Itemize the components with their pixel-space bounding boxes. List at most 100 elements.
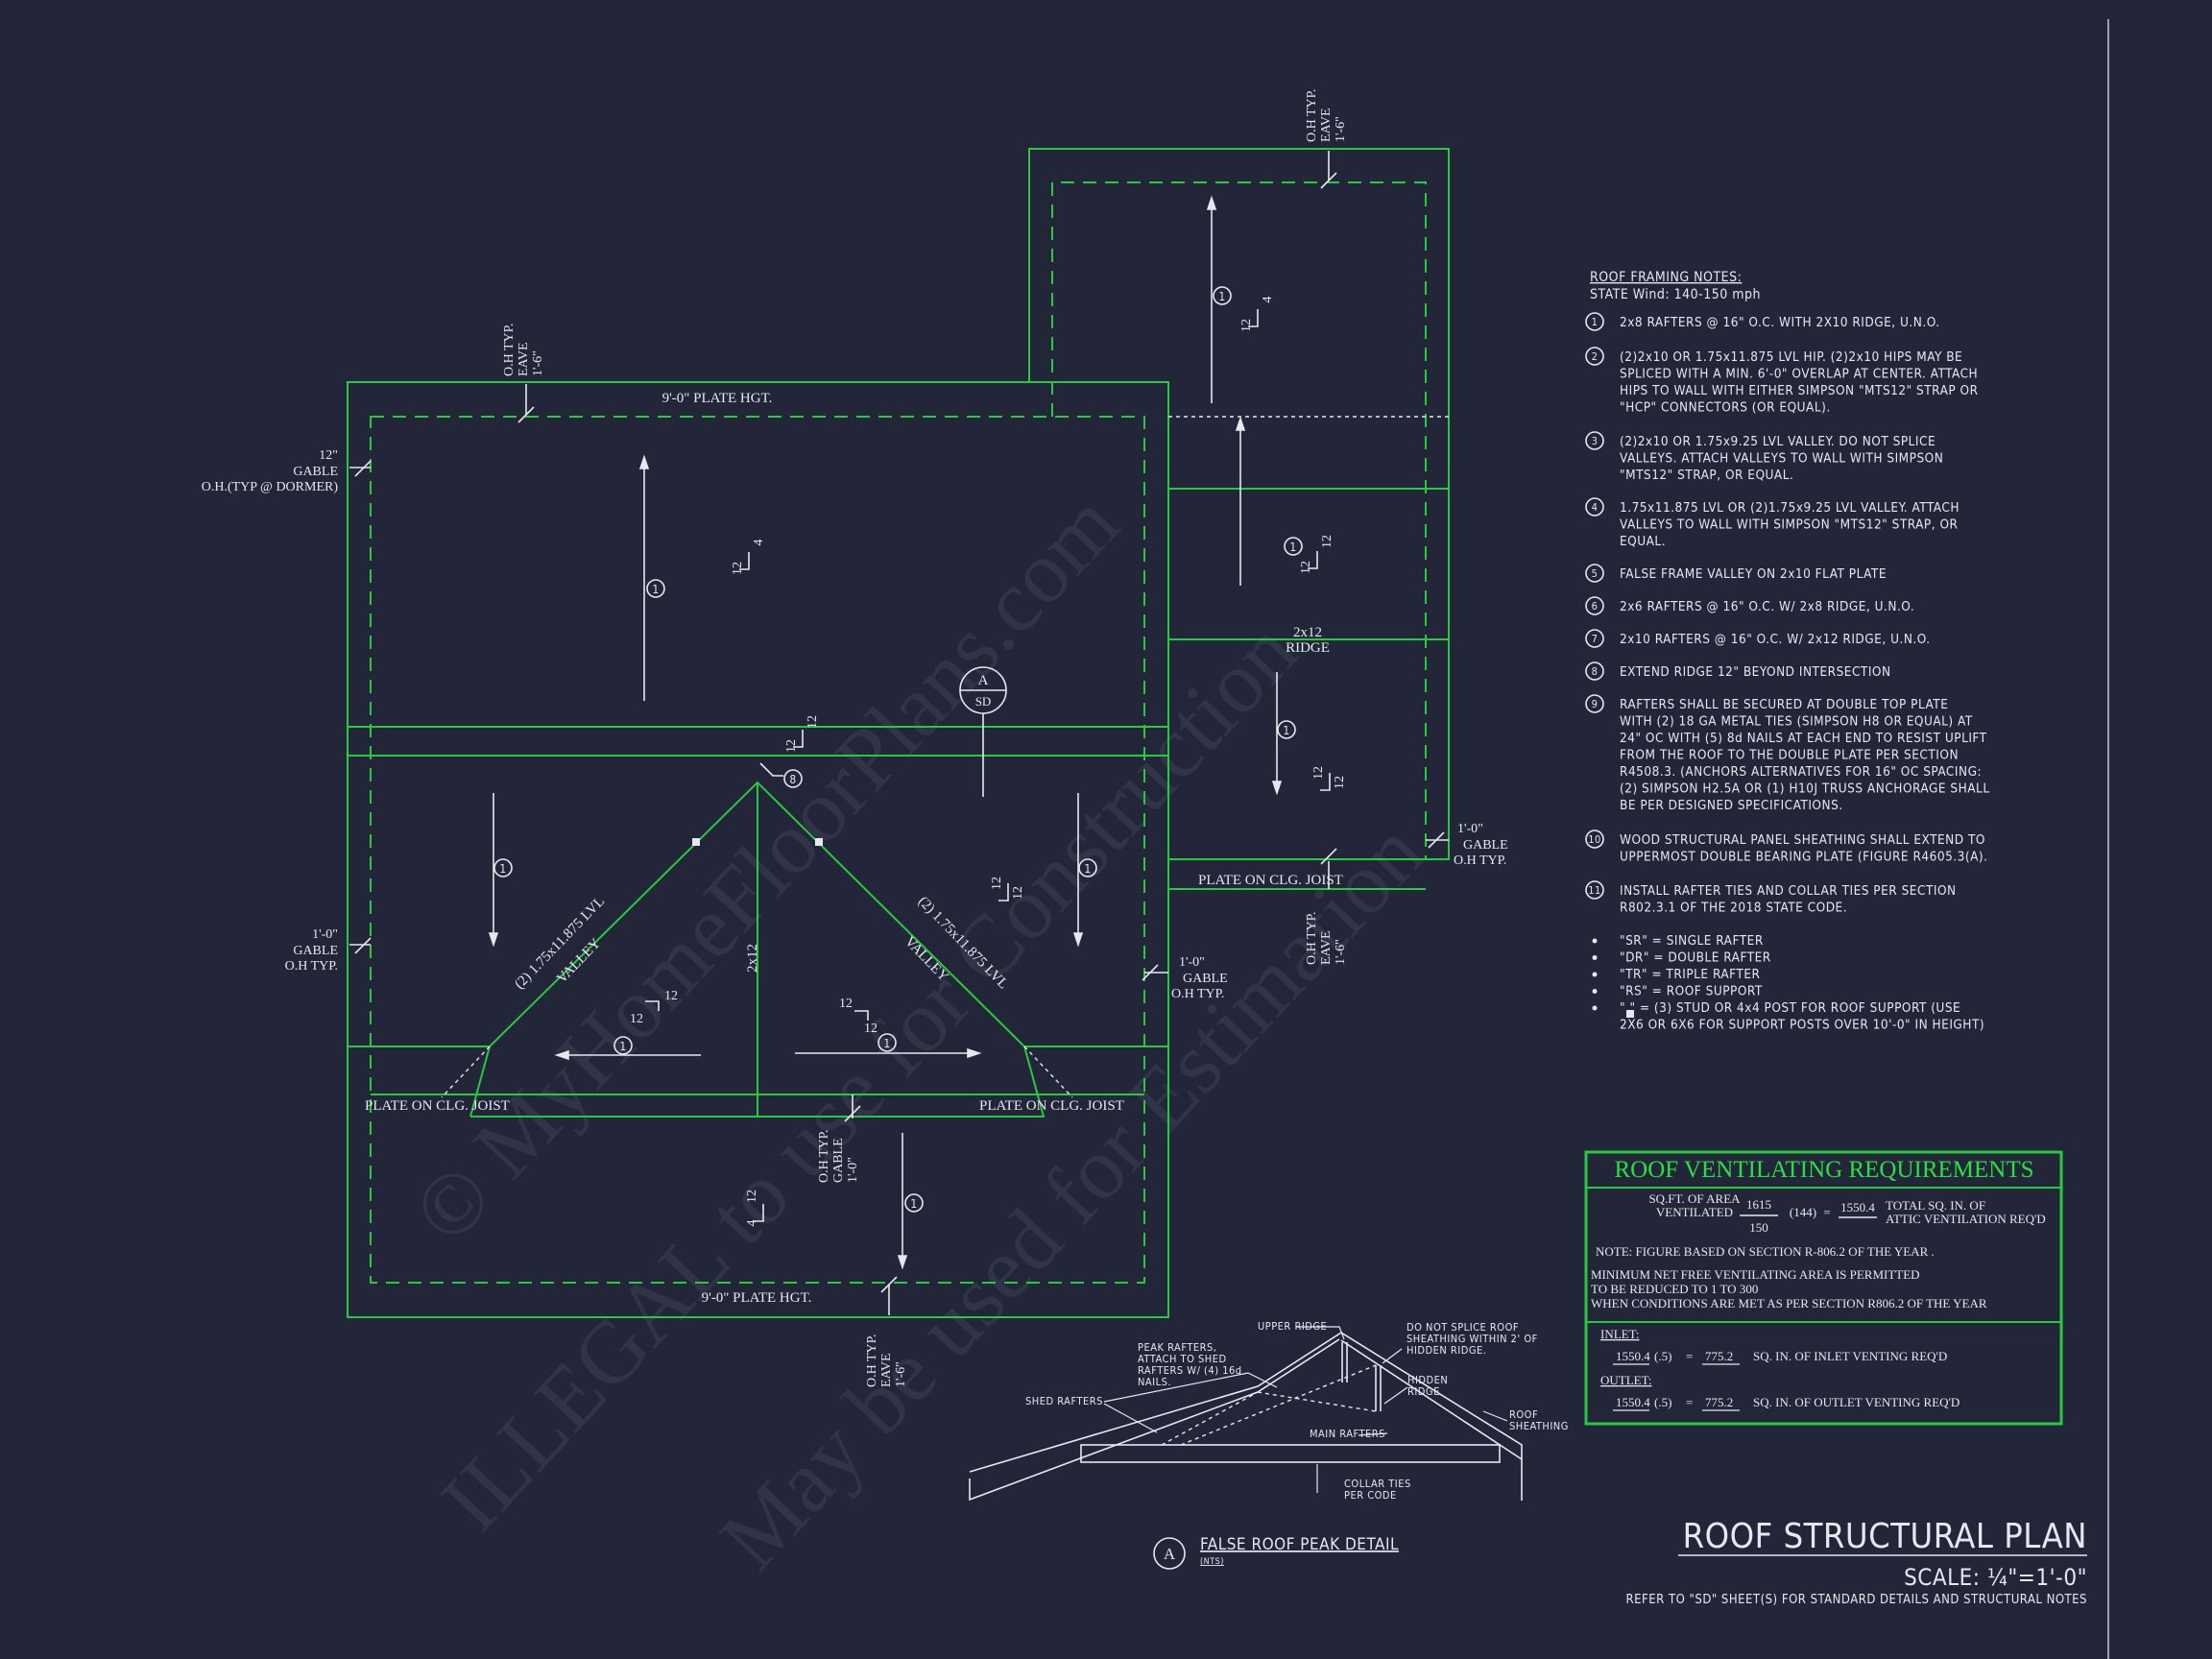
refer-note: REFER TO "SD" SHEET(S) FOR STANDARD DETA…	[1626, 1593, 2088, 1607]
legend-bullet	[1592, 1005, 1598, 1011]
svg-text:12: 12	[1311, 766, 1326, 780]
note-number: 7	[1592, 633, 1599, 645]
svg-text:4: 4	[745, 1220, 759, 1227]
note-number-circle	[1585, 830, 1604, 849]
svg-text:SHED RAFTERS: SHED RAFTERS	[1025, 1395, 1103, 1407]
note-number: 2	[1592, 350, 1599, 363]
dimension-markers	[349, 151, 1449, 1315]
svg-text:RIDGE: RIDGE	[1407, 1385, 1440, 1398]
note-number-circle	[1585, 694, 1604, 713]
svg-text:GABLE: GABLE	[831, 1138, 846, 1183]
svg-text:1550.4: 1550.4	[1840, 1200, 1875, 1214]
svg-text:12: 12	[1299, 561, 1313, 574]
gable-right-label: 1'-0" GABLE O.H TYP.	[1454, 822, 1508, 868]
detail-title: FALSE ROOF PEAK DETAIL	[1200, 1535, 1399, 1554]
legend-line: "DR" = DOUBLE RAFTER	[1620, 950, 1771, 966]
note-tags: 1 1 1 1 1 1 1 1 1 8	[493, 286, 1303, 1213]
svg-text:12: 12	[745, 1190, 759, 1203]
svg-text:TO BE REDUCED TO 1 TO 300: TO BE REDUCED TO 1 TO 300	[1591, 1282, 1758, 1296]
svg-text:O.H TYP.: O.H TYP.	[1171, 987, 1224, 1001]
eave-overhang-bottom: O.H TYP. EAVE 1'-6"	[865, 1334, 908, 1387]
detail-subtitle: (NTS)	[1200, 1557, 1224, 1567]
svg-text:INLET:: INLET:	[1600, 1327, 1640, 1341]
note-line: 2x6 RAFTERS @ 16" O.C. W/ 2x8 RIDGE, U.N…	[1620, 599, 1914, 614]
note-line: 24" OC WITH (5) 8d NAILS AT EACH END TO …	[1620, 731, 1987, 746]
eave-overhang-top-left: O.H TYP. EAVE 1'-6"	[502, 324, 545, 376]
note-item: 3 (2)2x10 OR 1.75x9.25 LVL VALLEY. DO NOT…	[1585, 431, 1943, 483]
note-number: 5	[1592, 567, 1599, 580]
svg-text:1: 1	[1289, 541, 1296, 554]
svg-text:775.2: 775.2	[1705, 1349, 1733, 1363]
legend-bullet	[1592, 989, 1598, 994]
plate-on-clg-joist-wing: PLATE ON CLG. JOIST	[1198, 873, 1343, 888]
note-line: WOOD STRUCTURAL PANEL SHEATHING SHALL EX…	[1620, 832, 1985, 848]
note-line: EQUAL.	[1620, 534, 1666, 549]
svg-text:=: =	[1823, 1205, 1830, 1219]
svg-text:O.H TYP.: O.H TYP.	[502, 324, 517, 376]
note-line: RAFTERS SHALL BE SECURED AT DOUBLE TOP P…	[1620, 697, 1948, 712]
title-block: ROOF STRUCTURAL PLAN SCALE: ¼"=1'-0" REF…	[1626, 1517, 2088, 1607]
svg-text:GABLE: GABLE	[293, 465, 338, 479]
svg-text:GABLE: GABLE	[293, 944, 338, 958]
svg-text:SHEATHING WITHIN 2' OF: SHEATHING WITHIN 2' OF	[1407, 1333, 1538, 1345]
note-line: (2)2x10 OR 1.75x9.25 LVL VALLEY. DO NOT …	[1620, 434, 1936, 449]
svg-text:ROOF: ROOF	[1509, 1408, 1538, 1421]
svg-text:1: 1	[619, 1040, 626, 1053]
note-number: 11	[1588, 884, 1601, 897]
plate-hgt-top: 9'-0" PLATE HGT.	[662, 391, 773, 406]
section-marker: A SD	[959, 666, 1007, 797]
svg-text:12: 12	[664, 989, 678, 1003]
svg-text:O.H TYP.: O.H TYP.	[865, 1334, 879, 1387]
svg-text:12: 12	[731, 562, 745, 575]
legend-bullet	[1592, 955, 1598, 960]
svg-text:MAIN RAFTERS: MAIN RAFTERS	[1310, 1428, 1385, 1440]
svg-text:GABLE: GABLE	[1463, 838, 1508, 853]
note-number-circle	[1585, 564, 1604, 583]
note-line: R802.3.1 OF THE 2018 STATE CODE.	[1620, 901, 1847, 916]
svg-text:NAILS.: NAILS.	[1138, 1376, 1171, 1388]
svg-text:RIDGE: RIDGE	[1286, 640, 1330, 656]
note-number-circle	[1585, 347, 1604, 366]
svg-text:12: 12	[1333, 776, 1347, 789]
svg-text:1: 1	[1283, 724, 1289, 737]
svg-text:1: 1	[652, 583, 659, 596]
note-line: HIPS TO WALL WITH EITHER SIMPSON "MTS12"…	[1620, 383, 1979, 398]
svg-text:12: 12	[839, 997, 853, 1011]
note-item: 5 FALSE FRAME VALLEY ON 2x10 FLAT PLATE	[1585, 564, 1887, 583]
note-line: 1.75x11.875 LVL OR (2)1.75x9.25 LVL VALL…	[1620, 500, 1960, 516]
note-item: 11 INSTALL RAFTER TIES AND COLLAR TIES PE…	[1585, 880, 1957, 916]
note-number-circle	[1585, 596, 1604, 615]
svg-text:(144): (144)	[1790, 1205, 1816, 1219]
legend-bullet	[1592, 972, 1598, 977]
sheet-title: ROOF STRUCTURAL PLAN	[1683, 1517, 2087, 1556]
svg-text:1: 1	[1218, 290, 1225, 303]
svg-text:1'-6": 1'-6"	[1334, 939, 1348, 965]
legend-line: 2X6 OR 6X6 FOR SUPPORT POSTS OVER 10'-0"…	[1620, 1018, 1984, 1033]
false-roof-peak-detail: UPPER RIDGE PEAK RAFTERS, ATTACH TO SHED…	[969, 1320, 1568, 1570]
note-number-circle	[1585, 880, 1604, 900]
note-line: VALLEYS TO WALL WITH SIMPSON "MTS12" STR…	[1620, 517, 1959, 533]
svg-text:EAVE: EAVE	[1319, 108, 1334, 142]
svg-text:A: A	[978, 673, 989, 688]
note-line: "MTS12" STRAP, OR EQUAL.	[1620, 468, 1793, 483]
svg-text:O.H TYP.: O.H TYP.	[285, 959, 338, 974]
legend-bullet	[1592, 938, 1598, 944]
svg-text:1550.4: 1550.4	[1616, 1395, 1650, 1409]
note-line: FALSE FRAME VALLEY ON 2x10 FLAT PLATE	[1620, 566, 1887, 582]
center-ridge-label: 2x12	[745, 944, 760, 973]
note-number-circle	[1585, 312, 1604, 331]
main-plate-line	[370, 416, 1145, 1284]
legend-line: "RS" = ROOF SUPPORT	[1620, 984, 1763, 999]
svg-text:HIDDEN RIDGE.: HIDDEN RIDGE.	[1407, 1344, 1486, 1357]
svg-text:COLLAR TIES: COLLAR TIES	[1344, 1478, 1411, 1490]
roof-framing-notes: ROOF FRAMING NOTES: STATE Wind: 140-150 …	[1585, 270, 1989, 1033]
plate-on-clg-joist-left: PLATE ON CLG. JOIST	[365, 1098, 510, 1114]
note-line: INSTALL RAFTER TIES AND COLLAR TIES PER …	[1620, 883, 1957, 899]
svg-text:O.H TYP.: O.H TYP.	[817, 1130, 831, 1183]
note-number: 3	[1592, 435, 1599, 447]
note-line: (2)2x10 OR 1.75x11.875 LVL HIP. (2)2x10 …	[1620, 349, 1962, 365]
svg-text:PEAK RAFTERS,: PEAK RAFTERS,	[1138, 1341, 1216, 1354]
